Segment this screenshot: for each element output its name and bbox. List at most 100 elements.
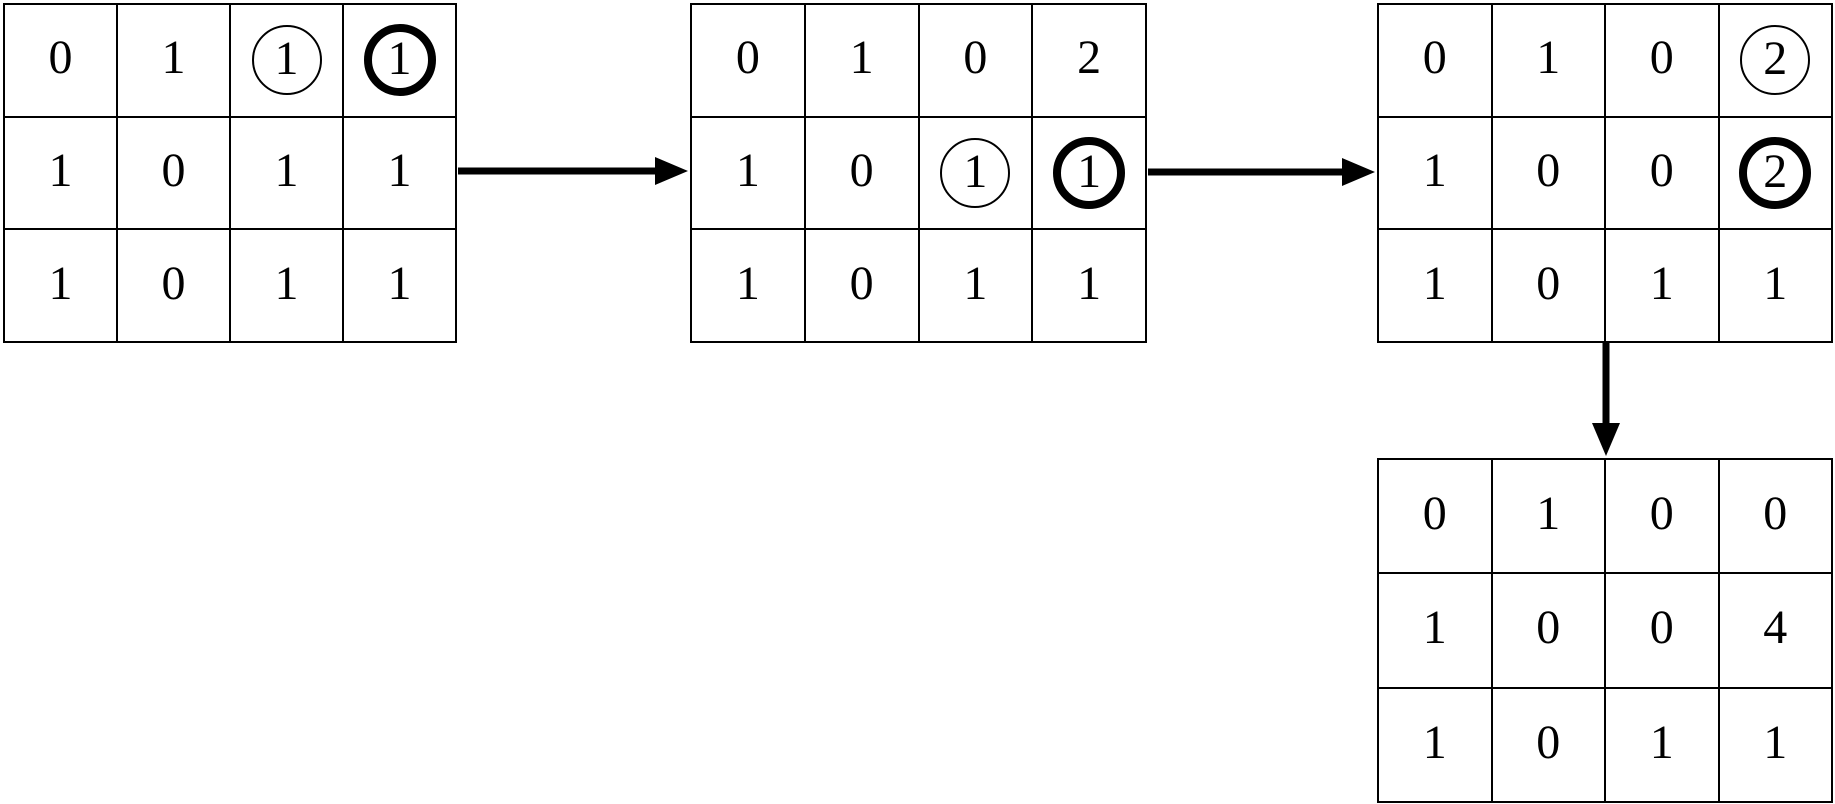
- right-arrow-icon: [458, 157, 688, 185]
- cell-value: 1: [48, 143, 73, 197]
- matrix-cell: 1: [1605, 687, 1719, 802]
- matrix-cell: 2: [1718, 116, 1832, 230]
- cell-value: 1: [1422, 601, 1447, 655]
- circled-value-thin: 2: [1740, 25, 1811, 96]
- cell-value: 1: [48, 256, 73, 310]
- cell-value: 0: [1649, 143, 1674, 197]
- cell-value: 0: [1649, 31, 1674, 85]
- cell-value: 0: [1649, 601, 1674, 655]
- cell-value: 1: [274, 256, 299, 310]
- matrix-cell: 0: [1378, 4, 1492, 117]
- matrix-cell: 0: [4, 4, 117, 117]
- matrix-cell: 0: [1605, 116, 1719, 230]
- cell-value: 0: [1536, 601, 1561, 655]
- matrix-cell: 1: [804, 4, 919, 117]
- matrix-cell: 0: [117, 116, 230, 230]
- cell-value: 0: [1536, 715, 1561, 769]
- matrix-cell: 1: [1491, 4, 1605, 117]
- cell-value: 0: [1649, 487, 1674, 541]
- matrix-cell: 1: [230, 4, 343, 117]
- matrix-cell: 0: [691, 4, 805, 117]
- circled-value-bold: 2: [1739, 136, 1812, 209]
- matrix-cell: 0: [1605, 4, 1719, 117]
- matrix-cell: 1: [230, 229, 343, 342]
- matrix-cell: 1: [117, 4, 230, 117]
- cell-value: 1: [1077, 256, 1102, 310]
- matrix-cell: 0: [117, 229, 230, 342]
- cell-value: 0: [161, 256, 186, 310]
- circled-value-thin: 1: [940, 137, 1011, 208]
- matrix-cell: 1: [230, 116, 343, 230]
- matrix-step-3: 0 1 0 2 1 0 0 2 1 0 1 1: [1377, 3, 1833, 343]
- matrix-cell: 0: [1718, 459, 1832, 574]
- circled-value-thin: 1: [251, 25, 322, 96]
- cell-value: 0: [1536, 143, 1561, 197]
- down-arrow-icon: [1592, 343, 1620, 456]
- right-arrow-icon: [1148, 158, 1375, 186]
- matrix-cell: 0: [1378, 459, 1492, 574]
- circled-value-bold: 1: [363, 24, 436, 97]
- matrix-cell: 1: [691, 116, 805, 230]
- matrix-cell: 0: [804, 116, 919, 230]
- matrix-cell: 0: [1491, 573, 1605, 688]
- cell-value: 0: [1422, 31, 1447, 85]
- cell-value: 1: [1649, 715, 1674, 769]
- matrix-cell: 0: [804, 229, 919, 342]
- cell-value: 1: [274, 143, 299, 197]
- matrix-cell: 1: [1378, 116, 1492, 230]
- matrix-cell: 1: [4, 116, 117, 230]
- matrix-cell: 1: [1032, 229, 1146, 342]
- cell-value: 4: [1763, 601, 1788, 655]
- matrix-cell: 0: [1491, 687, 1605, 802]
- cell-value: 0: [963, 31, 988, 85]
- matrix-cell: 4: [1718, 573, 1832, 688]
- matrix-cell: 1: [1491, 459, 1605, 574]
- matrix-cell: 0: [1605, 573, 1719, 688]
- matrix-cell: 1: [1718, 687, 1832, 802]
- cell-value: 0: [161, 143, 186, 197]
- matrix-cell: 0: [1605, 459, 1719, 574]
- cell-value: 1: [963, 256, 988, 310]
- cell-value: 1: [1422, 143, 1447, 197]
- matrix-cell: 1: [691, 229, 805, 342]
- cell-value: 0: [1536, 256, 1561, 310]
- matrix-cell: 1: [1718, 229, 1832, 342]
- matrix-cell: 1: [1605, 229, 1719, 342]
- cell-value: 1: [735, 143, 760, 197]
- cell-value: 1: [735, 256, 760, 310]
- cell-value: 0: [849, 256, 874, 310]
- matrix-cell: 1: [1378, 229, 1492, 342]
- matrix-cell: 0: [918, 4, 1033, 117]
- matrix-cell: 1: [4, 229, 117, 342]
- cell-value: 1: [1422, 715, 1447, 769]
- cell-value: 1: [161, 31, 186, 85]
- cell-value: 0: [1763, 487, 1788, 541]
- matrix-cell: 1: [343, 4, 456, 117]
- cell-value: 1: [1536, 487, 1561, 541]
- matrix-cell: 0: [1491, 229, 1605, 342]
- cell-value: 1: [387, 256, 412, 310]
- cell-value: 0: [48, 31, 73, 85]
- cell-value: 1: [387, 143, 412, 197]
- matrix-cell: 1: [343, 116, 456, 230]
- matrix-cell: 1: [343, 229, 456, 342]
- matrix-cell: 1: [1378, 687, 1492, 802]
- cell-value: 1: [1649, 256, 1674, 310]
- matrix-cell: 1: [1032, 116, 1146, 230]
- circled-value-bold: 1: [1053, 136, 1126, 209]
- matrix-cell: 2: [1718, 4, 1832, 117]
- matrix-cell: 2: [1032, 4, 1146, 117]
- cell-value: 1: [1536, 31, 1561, 85]
- cell-value: 0: [1422, 487, 1447, 541]
- cell-value: 1: [849, 31, 874, 85]
- matrix-cell: 0: [1491, 116, 1605, 230]
- cell-value: 1: [1422, 256, 1447, 310]
- cell-value: 0: [735, 31, 760, 85]
- matrix-cell: 1: [918, 229, 1033, 342]
- cell-value: 1: [1763, 256, 1788, 310]
- matrix-cell: 1: [1378, 573, 1492, 688]
